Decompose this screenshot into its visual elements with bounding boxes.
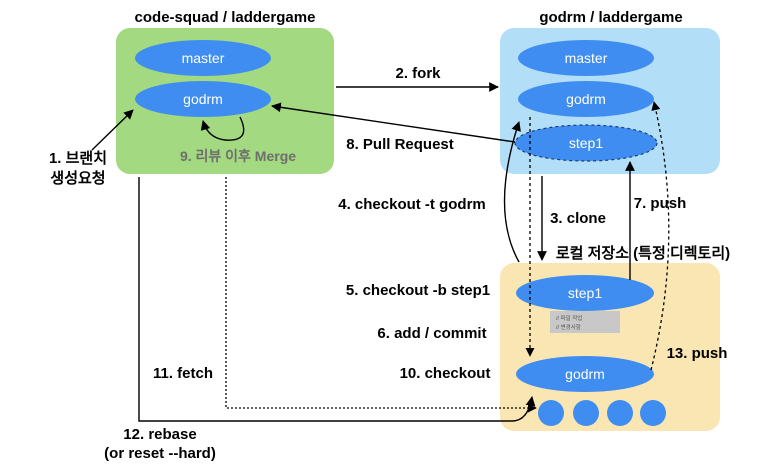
arrow-rebase bbox=[138, 177, 536, 422]
step13-label: 13. push bbox=[667, 345, 728, 362]
arrow-checkout-track bbox=[503, 121, 521, 263]
local-note-line2: // 변경사항 bbox=[556, 323, 581, 331]
fork-step1-branch bbox=[514, 124, 658, 162]
fork-repo-title: godrm / laddergame bbox=[539, 9, 682, 26]
step10-label: 10. checkout bbox=[400, 365, 491, 382]
arrow-merge bbox=[200, 116, 245, 141]
upstream-repo-title: code-squad / laddergame bbox=[135, 9, 316, 26]
upstream-godrm-branch bbox=[135, 81, 271, 117]
local-note-line1: // 파일 작업 bbox=[556, 314, 582, 322]
arrow-push-godrm bbox=[650, 101, 670, 371]
commit-dot bbox=[573, 400, 599, 426]
local-step1-branch bbox=[516, 275, 654, 311]
step3-label: 3. clone bbox=[550, 210, 606, 227]
step5-label: 5. checkout -b step1 bbox=[346, 282, 490, 299]
step12-label-line2: (or reset --hard) bbox=[104, 445, 216, 462]
arrow-create-branch bbox=[91, 109, 134, 151]
fork-step1-label: step1 bbox=[569, 135, 603, 151]
step11-label: 11. fetch bbox=[153, 365, 213, 382]
upstream-master-branch bbox=[135, 40, 271, 76]
local-step1-label: step1 bbox=[568, 285, 602, 301]
local-note-box bbox=[550, 311, 620, 333]
fork-master-branch bbox=[518, 40, 654, 76]
fork-godrm-branch bbox=[518, 81, 654, 117]
step2-label: 2. fork bbox=[395, 65, 441, 82]
commit-dot bbox=[607, 400, 633, 426]
local-godrm-label: godrm bbox=[565, 366, 605, 382]
local-repo-title: 로컬 저장소 (특정 디렉토리) bbox=[556, 244, 730, 262]
step9-label: 9. 리뷰 이후 Merge bbox=[180, 148, 296, 164]
upstream-master-label: master bbox=[182, 50, 225, 66]
step1-label-line2: 생성요청 bbox=[50, 169, 105, 187]
commit-dot bbox=[640, 400, 666, 426]
step1-label-line1: 1. 브랜치 bbox=[49, 150, 107, 167]
step7-label: 7. push bbox=[634, 195, 687, 212]
step8-label: 8. Pull Request bbox=[346, 136, 454, 153]
step12-label-line1: 12. rebase bbox=[123, 426, 196, 443]
arrow-fetch bbox=[225, 177, 537, 413]
commit-dot bbox=[538, 400, 564, 426]
fork-master-label: master bbox=[565, 50, 608, 66]
step6-label: 6. add / commit bbox=[377, 325, 486, 342]
upstream-godrm-label: godrm bbox=[183, 91, 223, 107]
arrow-pull-request bbox=[271, 102, 516, 143]
fork-godrm-label: godrm bbox=[566, 91, 606, 107]
local-godrm-branch bbox=[516, 356, 654, 392]
step4-label: 4. checkout -t godrm bbox=[338, 196, 486, 213]
